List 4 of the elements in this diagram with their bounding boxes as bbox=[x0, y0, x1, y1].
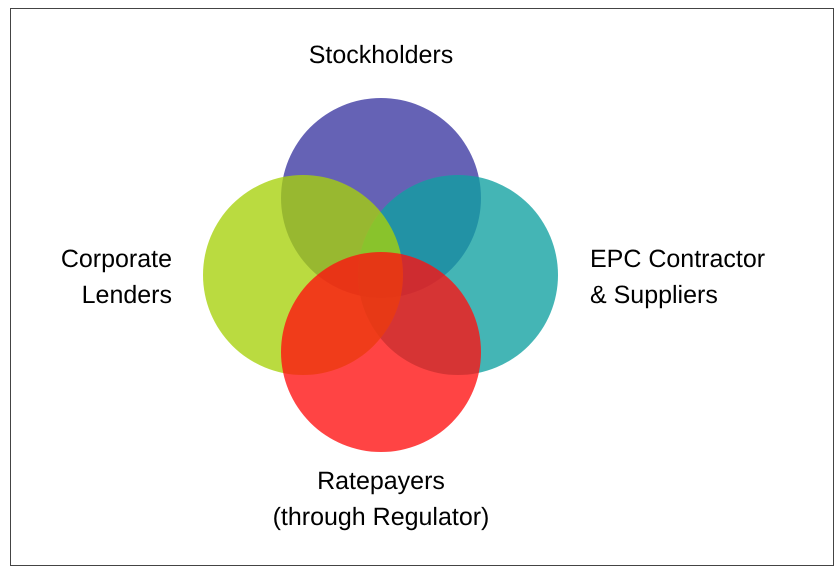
circle-label: Corporate Lenders bbox=[60, 244, 172, 311]
circle-label: Ratepayers (through Regulator) bbox=[272, 466, 490, 533]
circle-label: Stockholders bbox=[308, 40, 454, 71]
circle-label: EPC Contractor & Suppliers bbox=[590, 244, 766, 311]
